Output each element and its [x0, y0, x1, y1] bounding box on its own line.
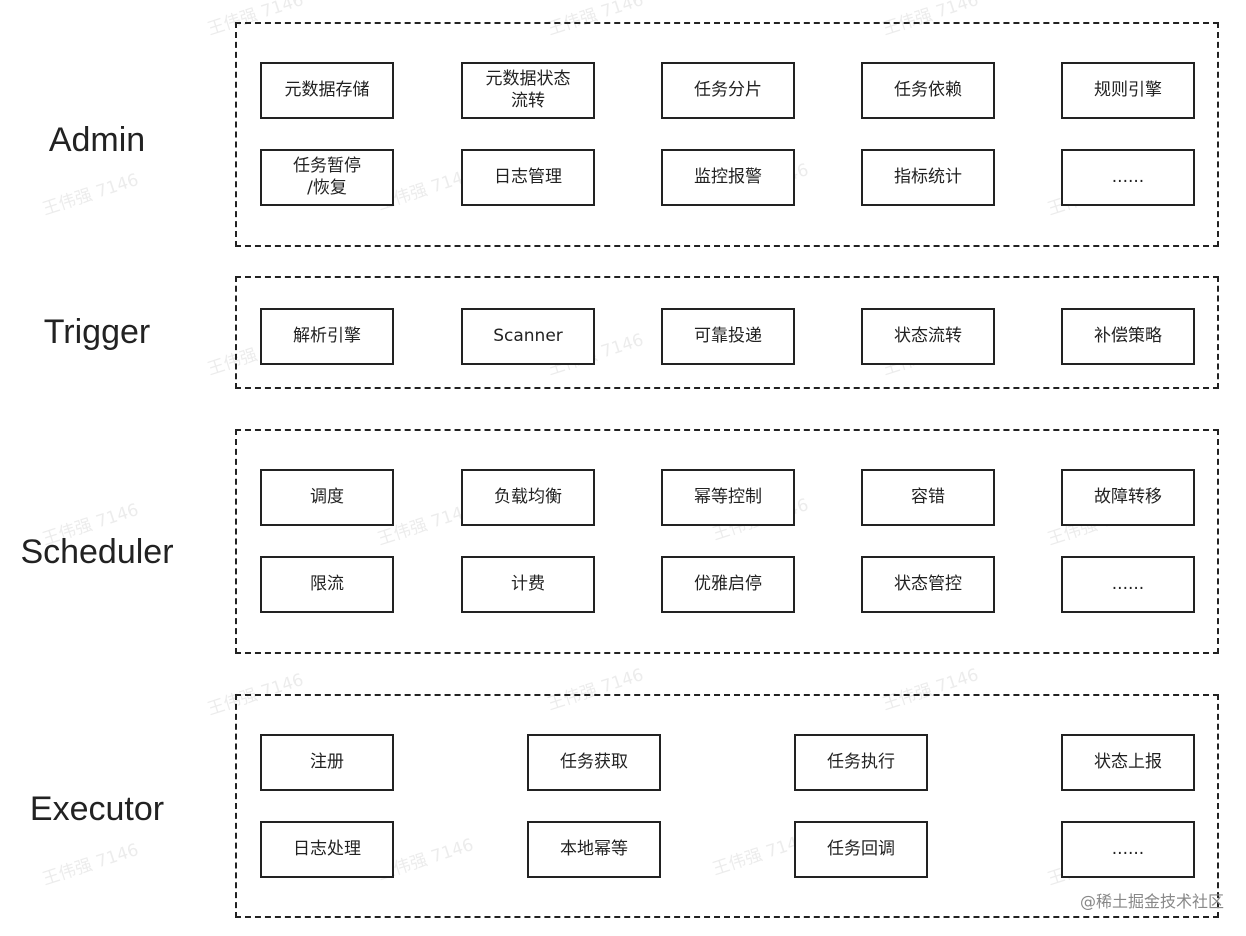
module-box: 调度 [260, 469, 394, 526]
module-box: 任务依赖 [861, 62, 995, 119]
module-box: 元数据存储 [260, 62, 394, 119]
module-box: 任务执行 [794, 734, 928, 791]
layer-label-scheduler: Scheduler [20, 533, 174, 571]
watermark: 王伟强 7146 [40, 169, 142, 220]
module-box: 故障转移 [1061, 469, 1195, 526]
module-box: ...... [1061, 149, 1195, 206]
source-credit: @稀土掘金技术社区 [1079, 892, 1224, 911]
layer-label-admin: Admin [48, 121, 146, 159]
module-box: 状态上报 [1061, 734, 1195, 791]
layer-trigger: 解析引擎 Scanner 可靠投递 状态流转 补偿策略 [235, 276, 1219, 389]
module-box: 计费 [461, 556, 595, 613]
module-box: 补偿策略 [1061, 308, 1195, 365]
module-box: 负载均衡 [461, 469, 595, 526]
module-box: 解析引擎 [260, 308, 394, 365]
module-box: 任务获取 [527, 734, 661, 791]
watermark: 王伟强 7146 [40, 839, 142, 890]
module-box: 状态流转 [861, 308, 995, 365]
layer-scheduler: 调度 负载均衡 幂等控制 容错 故障转移 限流 计费 优雅启停 状态管控 ...… [235, 429, 1219, 654]
module-box: ...... [1061, 556, 1195, 613]
module-box: 日志处理 [260, 821, 394, 878]
module-box: 任务暂停 /恢复 [260, 149, 394, 206]
layer-admin: 元数据存储 元数据状态 流转 任务分片 任务依赖 规则引擎 任务暂停 /恢复 日… [235, 22, 1219, 247]
module-box: 监控报警 [661, 149, 795, 206]
module-box: 规则引擎 [1061, 62, 1195, 119]
module-box: 状态管控 [861, 556, 995, 613]
layer-label-trigger: Trigger [43, 313, 151, 351]
module-box: 元数据状态 流转 [461, 62, 595, 119]
module-box: 本地幂等 [527, 821, 661, 878]
module-box: 指标统计 [861, 149, 995, 206]
layer-executor: 注册 任务获取 任务执行 状态上报 日志处理 本地幂等 任务回调 ...... [235, 694, 1219, 918]
layer-label-executor: Executor [29, 790, 165, 828]
module-box: 容错 [861, 469, 995, 526]
module-box: 限流 [260, 556, 394, 613]
module-box: Scanner [461, 308, 595, 365]
module-box: 注册 [260, 734, 394, 791]
module-box: 幂等控制 [661, 469, 795, 526]
module-box: ...... [1061, 821, 1195, 878]
module-box: 优雅启停 [661, 556, 795, 613]
module-box: 任务分片 [661, 62, 795, 119]
module-box: 日志管理 [461, 149, 595, 206]
module-box: 可靠投递 [661, 308, 795, 365]
module-box: 任务回调 [794, 821, 928, 878]
